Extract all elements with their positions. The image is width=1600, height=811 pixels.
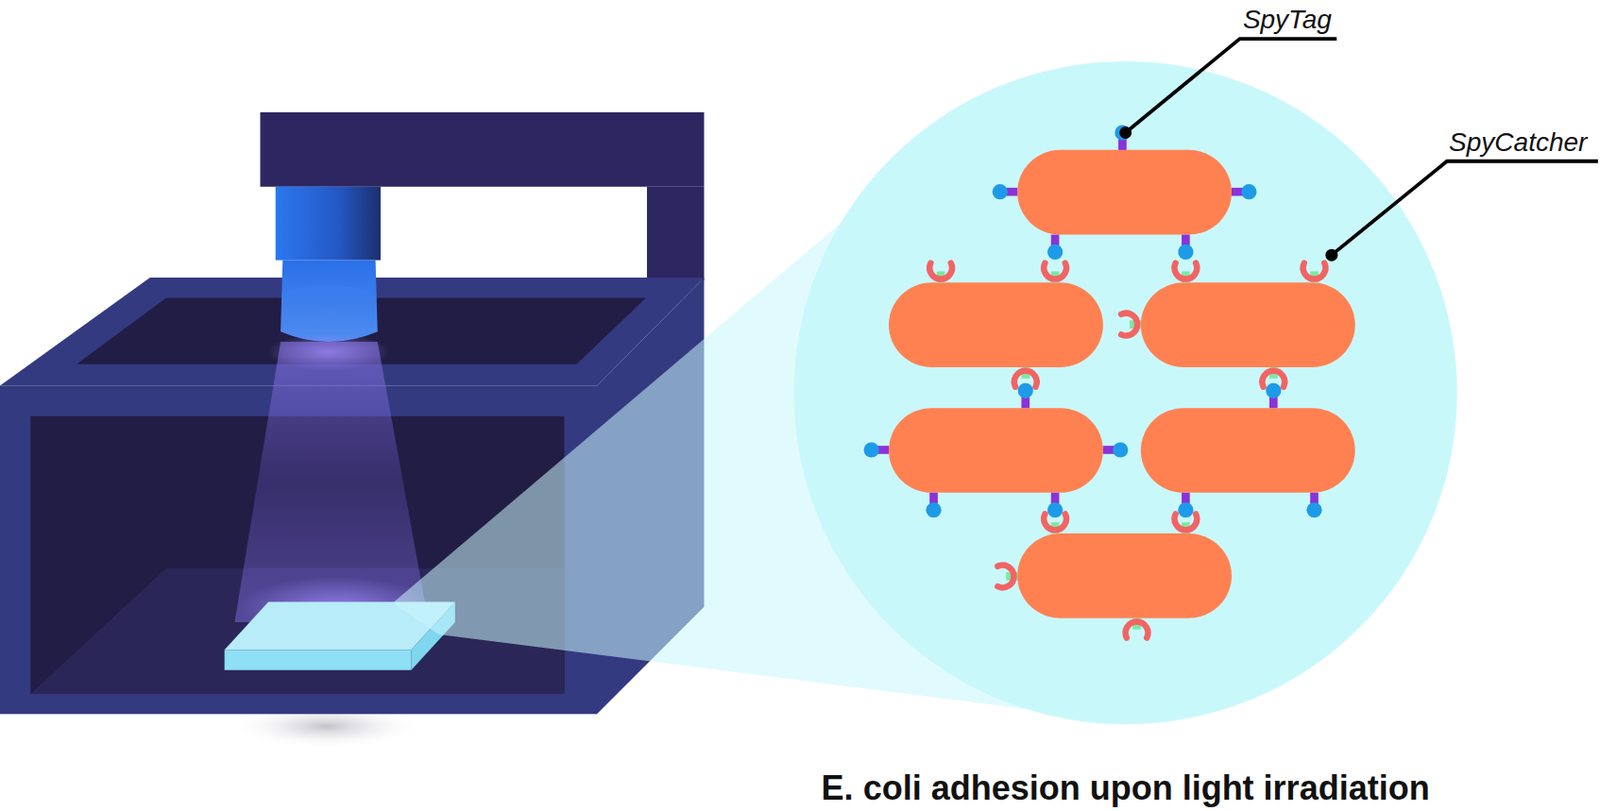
caption: E. coli adhesion upon light irradiation <box>821 768 1430 809</box>
spycatcher <box>1043 263 1067 280</box>
spytag <box>1265 383 1281 399</box>
spytag <box>1047 502 1063 518</box>
spycatcher <box>1303 263 1327 280</box>
spycatcher <box>1125 621 1149 638</box>
spytag <box>992 184 1008 200</box>
spycatcher <box>1121 313 1138 337</box>
spytag <box>1177 244 1193 260</box>
spytag <box>1047 244 1063 260</box>
spytag <box>925 502 941 518</box>
spycatcher <box>997 565 1014 589</box>
spytag <box>1018 383 1034 399</box>
part-label: SpyTag <box>1242 4 1332 35</box>
spytag <box>864 442 880 458</box>
spytag <box>1306 502 1322 518</box>
spycatcher <box>1174 263 1197 280</box>
spytag <box>1177 502 1193 518</box>
spycatcher <box>929 263 953 280</box>
spytag <box>1112 442 1128 458</box>
part-label: SpyCatcher <box>1448 127 1587 158</box>
spytag <box>1241 184 1257 200</box>
